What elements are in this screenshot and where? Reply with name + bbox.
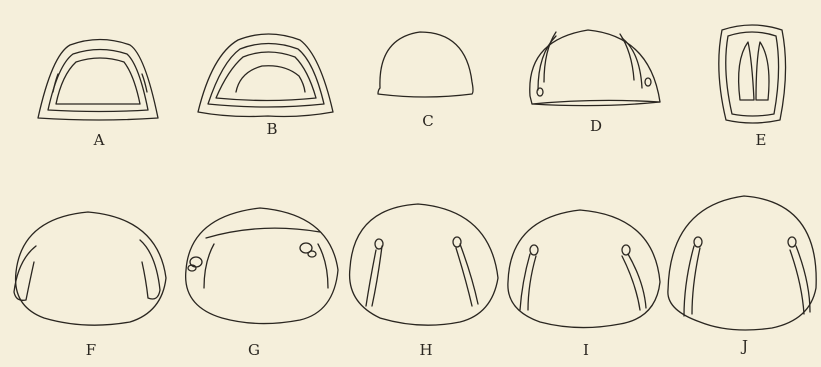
figure-label-c: C <box>408 113 448 129</box>
figure-label-g: G <box>234 342 274 358</box>
figure-label-a: A <box>79 132 119 148</box>
figure-label-j: J <box>725 338 765 354</box>
figure-e-drawing <box>719 25 786 123</box>
figure-label-d: D <box>576 118 616 134</box>
figure-c-drawing <box>378 32 473 97</box>
figure-label-e: E <box>741 132 781 148</box>
figure-f-drawing <box>14 212 166 325</box>
figure-h-drawing <box>350 204 498 325</box>
figure-g-drawing <box>186 208 338 324</box>
figure-i-drawing <box>508 210 660 328</box>
figure-label-b: B <box>252 121 292 137</box>
figure-a-drawing <box>38 40 158 121</box>
figure-d-drawing <box>530 30 660 106</box>
figure-j-drawing <box>668 196 816 330</box>
figure-b-drawing <box>198 34 333 117</box>
figure-label-f: F <box>71 342 111 358</box>
figure-label-i: I <box>566 342 606 358</box>
figure-label-h: H <box>406 342 446 358</box>
